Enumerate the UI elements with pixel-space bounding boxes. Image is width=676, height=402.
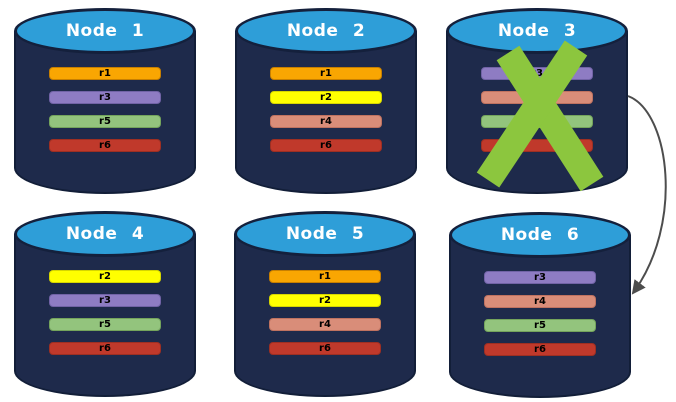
node-2: Node 2 r1 r2 r4 r6 xyxy=(235,8,417,194)
node-cap: Node 1 xyxy=(14,8,196,54)
replica-list: r1 r3 r5 r6 xyxy=(49,67,161,163)
replica-bar-r6: r6 xyxy=(269,342,381,355)
node-cap: Node 2 xyxy=(235,8,417,54)
node-cap: Node 3 xyxy=(446,8,628,54)
cylinder-body xyxy=(449,235,631,398)
node-title: Node 2 xyxy=(286,21,366,41)
replica-bar-r3: r3 xyxy=(484,271,596,284)
replica-bar-r6: r6 xyxy=(484,343,596,356)
cylinder-body xyxy=(14,234,196,397)
node-6: Node 6 r3 r4 r5 r6 xyxy=(449,212,631,398)
replica-bar-r1: r1 xyxy=(270,67,382,80)
node-title: Node 5 xyxy=(285,224,365,244)
replica-bar-r4: r4 xyxy=(270,115,382,128)
node-5: Node 5 r1 r2 r4 r6 xyxy=(234,211,416,397)
failure-x-icon xyxy=(476,40,604,192)
replica-list: r2 r3 r5 r6 xyxy=(49,270,161,366)
node-cap: Node 4 xyxy=(14,211,196,257)
node-title: Node 6 xyxy=(500,225,580,245)
cylinder-body xyxy=(234,234,416,397)
replica-bar-r4: r4 xyxy=(269,318,381,331)
replica-bar-r3: r3 xyxy=(49,91,161,104)
node-1: Node 1 r1 r3 r5 r6 xyxy=(14,8,196,194)
replica-bar-r2: r2 xyxy=(269,294,381,307)
replica-bar-r2: r2 xyxy=(49,270,161,283)
replica-bar-r6: r6 xyxy=(49,342,161,355)
replica-bar-r1: r1 xyxy=(49,67,161,80)
node-cap: Node 6 xyxy=(449,212,631,258)
node-title: Node 4 xyxy=(65,224,145,244)
replica-bar-r5: r5 xyxy=(49,115,161,128)
replica-list: r1 r2 r4 r6 xyxy=(270,67,382,163)
replica-bar-r3: r3 xyxy=(49,294,161,307)
replica-bar-r6: r6 xyxy=(270,139,382,152)
node-title: Node 3 xyxy=(497,21,577,41)
replica-bar-r5: r5 xyxy=(484,319,596,332)
replica-bar-r2: r2 xyxy=(270,91,382,104)
cylinder-body xyxy=(14,31,196,194)
replica-bar-r1: r1 xyxy=(269,270,381,283)
replica-list: r1 r2 r4 r6 xyxy=(269,270,381,366)
node-3: Node 3 r3 xyxy=(446,8,628,194)
node-title: Node 1 xyxy=(65,21,145,41)
node-cap: Node 5 xyxy=(234,211,416,257)
replica-list: r3 r4 r5 r6 xyxy=(484,271,596,367)
node-4: Node 4 r2 r3 r5 r6 xyxy=(14,211,196,397)
replica-bar-r6: r6 xyxy=(49,139,161,152)
cylinder-body xyxy=(235,31,417,194)
replica-bar-r5: r5 xyxy=(49,318,161,331)
replica-bar-r4: r4 xyxy=(484,295,596,308)
